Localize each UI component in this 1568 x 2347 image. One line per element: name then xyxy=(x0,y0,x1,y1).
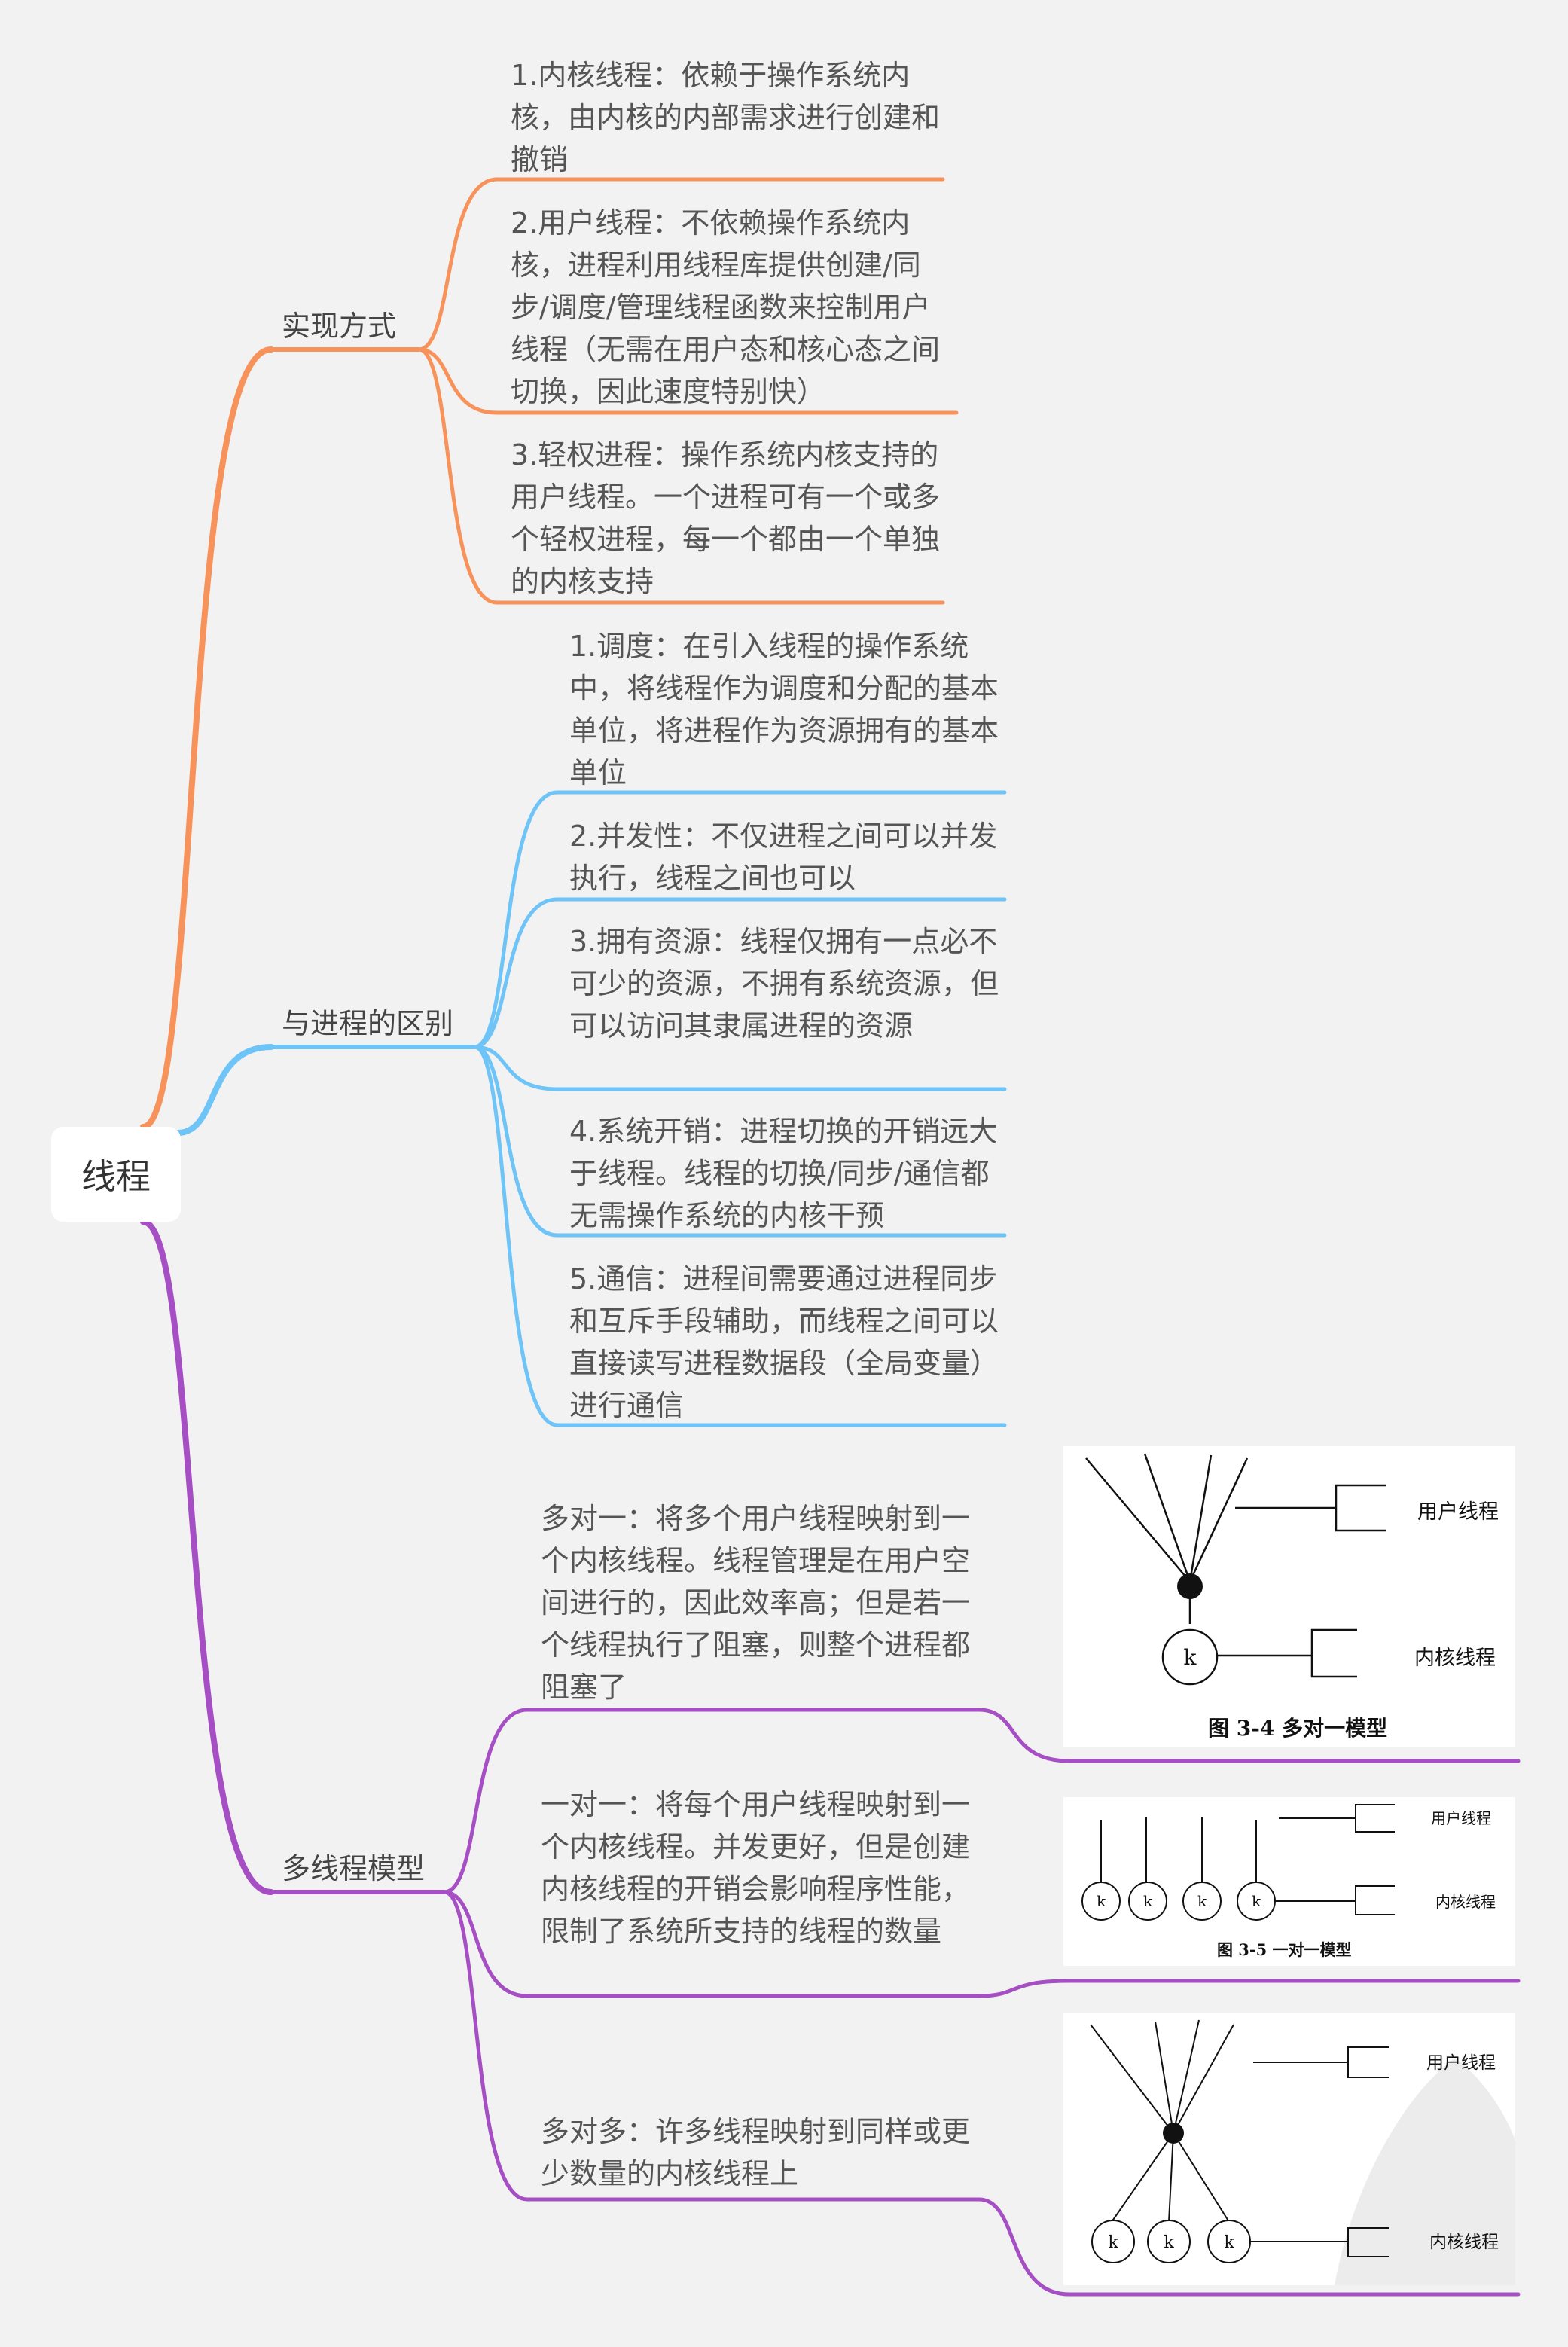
connector-leaf xyxy=(472,790,560,1049)
kernel-node-label: k xyxy=(1224,2233,1234,2252)
connector-figure xyxy=(977,2197,1072,2297)
root-node[interactable]: 线程 xyxy=(51,1127,181,1222)
leaf-many-to-one[interactable]: 多对一：将多个用户线程映射到一个内核线程。线程管理是在用户空间进行的，因此效率高… xyxy=(541,1502,971,1704)
leaf-many-to-many[interactable]: 多对多：许多线程映射到同样或更少数量的内核线程上 xyxy=(541,2115,971,2190)
connector-leaf xyxy=(472,897,560,1049)
user-thread-label: 用户线程 xyxy=(1431,1809,1491,1827)
leaf-lightweight-process[interactable]: 3.轻权进程：操作系统内核支持的用户线程。一个进程可有一个或多个轻权进程，每一个… xyxy=(511,438,941,598)
leaf-scheduling[interactable]: 1.调度：在引入线程的操作系统中，将线程作为调度和分配的基本单位，将进程作为资源… xyxy=(569,630,999,789)
connector-leaf xyxy=(416,177,499,352)
kernel-node-label: k xyxy=(1197,1892,1207,1910)
connector-figure xyxy=(977,1708,1072,1763)
connector-root-difference xyxy=(175,1044,274,1136)
leaf-communication[interactable]: 5.通信：进程间需要通过进程同步和互斥手段辅助，而线程之间可以直接读写进程数据段… xyxy=(569,1262,999,1422)
connector-root-implementation xyxy=(140,346,274,1130)
user-thread-label: 用户线程 xyxy=(1426,2053,1496,2073)
leaf-overhead[interactable]: 4.系统开销：进程切换的开销远大于线程。线程的切换/同步/通信都无需操作系统的内… xyxy=(569,1115,998,1232)
figure-many-to-many: k k k 用户线程 内核线程 xyxy=(1063,2013,1515,2285)
connector-leaf xyxy=(472,1045,560,1427)
connector-leaf xyxy=(416,347,499,415)
connector-figure xyxy=(977,1979,1072,1998)
branch-implementation[interactable]: 实现方式 xyxy=(282,310,397,343)
kernel-thread-label: 内核线程 xyxy=(1414,1647,1496,1670)
kernel-thread-label: 内核线程 xyxy=(1435,1893,1496,1911)
connector-leaf xyxy=(416,347,499,605)
figure-many-to-one: k 用户线程 内核线程 图 3-4 多对一模型 xyxy=(1063,1446,1515,1747)
branch-difference[interactable]: 与进程的区别 xyxy=(282,1007,454,1040)
leaf-one-to-one[interactable]: 一对一：将每个用户线程映射到一个内核线程。并发更好，但是创建内核线程的开销会影响… xyxy=(541,1788,971,1948)
kernel-node-label: k xyxy=(1108,2233,1118,2252)
leaf-resources[interactable]: 3.拥有资源：线程仅拥有一点必不可少的资源，不拥有系统资源，但可以访问其隶属进程… xyxy=(569,925,999,1042)
user-thread-label: 用户线程 xyxy=(1417,1500,1499,1524)
connector-leaf xyxy=(442,1708,529,1894)
leaf-concurrency[interactable]: 2.并发性：不仅进程之间可以并发执行，线程之间也可以 xyxy=(569,819,998,895)
kernel-node-label: k xyxy=(1097,1892,1106,1910)
kernel-node-label: k xyxy=(1143,1892,1153,1910)
branch-models[interactable]: 多线程模型 xyxy=(282,1852,426,1885)
leaf-user-thread[interactable]: 2.用户线程：不依赖操作系统内核，进程利用线程库提供创建/同步/调度/管理线程函… xyxy=(511,206,941,408)
kernel-thread-label: 内核线程 xyxy=(1429,2233,1499,2252)
leaf-kernel-thread[interactable]: 1.内核线程：依赖于操作系统内核，由内核的内部需求进行创建和撤销 xyxy=(511,59,941,176)
figure-caption: 图 3-4 多对一模型 xyxy=(1208,1716,1387,1741)
connector-leaf xyxy=(442,1890,529,2202)
kernel-node-label: k xyxy=(1164,2233,1174,2252)
figure-one-to-one: k k k k 用户线程 内核线程 图 3-5 一对一模型 xyxy=(1063,1797,1515,1966)
kernel-node-label: k xyxy=(1252,1892,1261,1910)
connector-leaf xyxy=(472,1045,560,1238)
connector-leaf xyxy=(472,1045,560,1091)
connector-leaf xyxy=(442,1890,529,1998)
connector-root-models xyxy=(140,1219,274,1895)
kernel-node-label: k xyxy=(1184,1645,1197,1670)
figure-caption: 图 3-5 一对一模型 xyxy=(1217,1940,1352,1959)
